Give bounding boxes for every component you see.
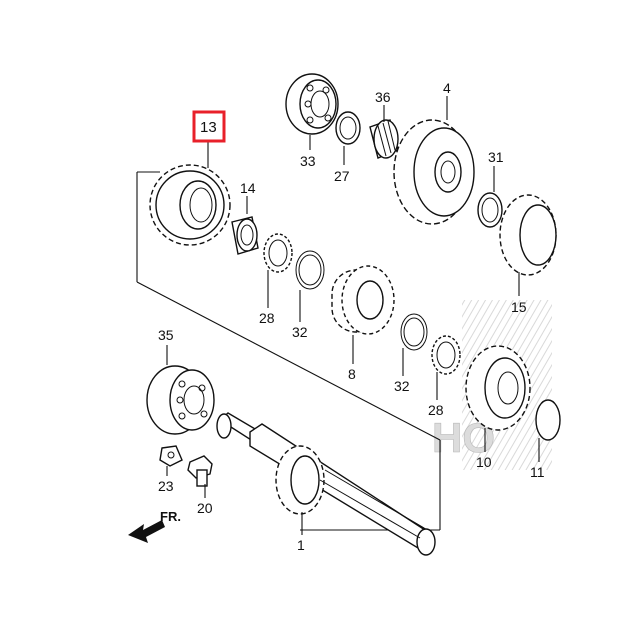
label-31[interactable]: 31	[488, 149, 504, 165]
bearing-36-icon	[369, 119, 399, 159]
washer-31-icon	[477, 192, 503, 228]
part-11-icon	[535, 399, 561, 441]
bearing-35-icon	[146, 365, 215, 435]
label-32b[interactable]: 32	[394, 378, 410, 394]
label-10[interactable]: 10	[476, 454, 492, 470]
circlip-32a-icon	[295, 250, 325, 290]
label-32a[interactable]: 32	[292, 324, 308, 340]
label-23[interactable]: 23	[158, 478, 174, 494]
gear-10-icon	[465, 345, 531, 431]
label-20[interactable]: 20	[197, 500, 213, 516]
svg-text:FR.: FR.	[160, 509, 181, 524]
bearing-33-icon	[285, 73, 339, 135]
gear-13-icon[interactable]	[149, 164, 231, 246]
label-14[interactable]: 14	[240, 180, 256, 196]
circlip-32b-icon	[400, 313, 428, 351]
gear-4-icon	[393, 119, 475, 225]
plate-23-icon	[159, 445, 183, 467]
label-4[interactable]: 4	[443, 80, 451, 96]
washer-28b-icon	[431, 335, 461, 375]
mainshaft-1-icon	[216, 412, 436, 556]
washer-27-icon	[335, 111, 361, 145]
gear-8-icon	[331, 265, 395, 335]
washer-28a-icon	[263, 233, 293, 273]
label-33[interactable]: 33	[300, 153, 316, 169]
label-11[interactable]: 11	[530, 464, 545, 480]
bearing-14-icon	[231, 216, 259, 255]
label-27[interactable]: 27	[334, 168, 350, 184]
bolt-20-icon	[187, 455, 213, 487]
label-35[interactable]: 35	[158, 327, 174, 343]
label-1[interactable]: 1	[297, 537, 305, 553]
label-28a[interactable]: 28	[259, 310, 275, 326]
label-15[interactable]: 15	[511, 299, 527, 315]
gear-15-icon	[499, 194, 557, 276]
label-28b[interactable]: 28	[428, 402, 444, 418]
label-8[interactable]: 8	[348, 366, 356, 382]
label-13[interactable]: 13	[200, 119, 217, 136]
highlight-box	[192, 110, 226, 143]
label-36[interactable]: 36	[375, 89, 391, 105]
front-direction-arrow-icon: FR.	[128, 509, 181, 543]
